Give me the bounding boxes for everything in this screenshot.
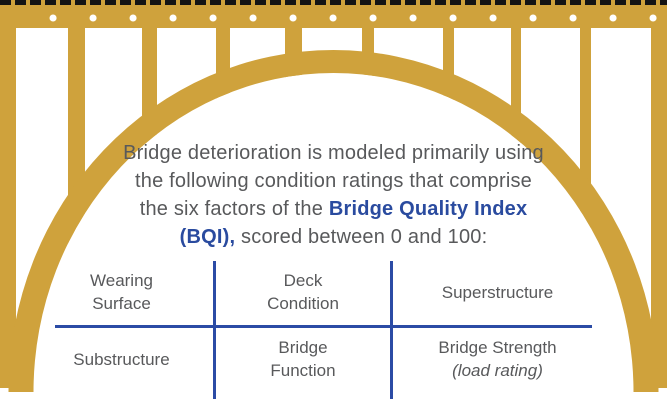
intro-line-4-text: scored between 0 and 100: — [235, 226, 488, 248]
factor-label: Bridge — [278, 338, 328, 357]
factor-label: Substructure — [73, 349, 170, 369]
factor-cell-deck-condition: Deck Condition — [218, 261, 388, 323]
bridge-arch-opening — [33, 72, 634, 403]
intro-line-3: the six factors of the Bridge Quality In… — [0, 195, 667, 223]
intro-line-4: (BQI), scored between 0 and 100: — [0, 223, 667, 251]
factor-cell-substructure: Substructure — [30, 329, 213, 389]
factor-label: Bridge Strength — [438, 338, 557, 357]
bridge-pier — [651, 28, 667, 388]
intro-line-1-text: Bridge deterioration is modeled primaril… — [123, 142, 544, 164]
intro-line-1: Bridge deterioration is modeled primaril… — [0, 139, 667, 167]
factor-cell-bridge-strength: Bridge Strength (load rating) — [395, 329, 600, 389]
factor-label-load-rating: (load rating) — [452, 361, 543, 380]
intro-line-2-text: the following condition ratings that com… — [135, 170, 532, 192]
factor-label: Superstructure — [441, 282, 554, 302]
bqi-abbr-highlight: (BQI), — [179, 226, 236, 248]
table-divider-vertical-1 — [213, 261, 216, 399]
intro-line-2: the following condition ratings that com… — [0, 167, 667, 195]
intro-line-3-text: the six factors of the — [139, 198, 329, 220]
factor-label: Function — [270, 361, 336, 380]
bqi-name-highlight: Bridge Quality Index — [328, 198, 528, 220]
table-divider-horizontal — [55, 325, 592, 328]
bridge-pier — [580, 28, 591, 260]
factor-label: Wearing — [90, 271, 153, 290]
factor-label: Surface — [92, 294, 151, 313]
table-divider-vertical-2 — [390, 261, 393, 399]
factor-label: Condition — [267, 294, 339, 313]
bridge-pier — [0, 28, 16, 388]
factor-label: Deck — [283, 271, 323, 290]
factor-cell-superstructure: Superstructure — [395, 261, 600, 323]
factor-cell-bridge-function: Bridge Function — [218, 329, 388, 389]
factor-cell-wearing-surface: Wearing Surface — [30, 261, 213, 323]
intro-text: Bridge deterioration is modeled primaril… — [0, 139, 667, 251]
